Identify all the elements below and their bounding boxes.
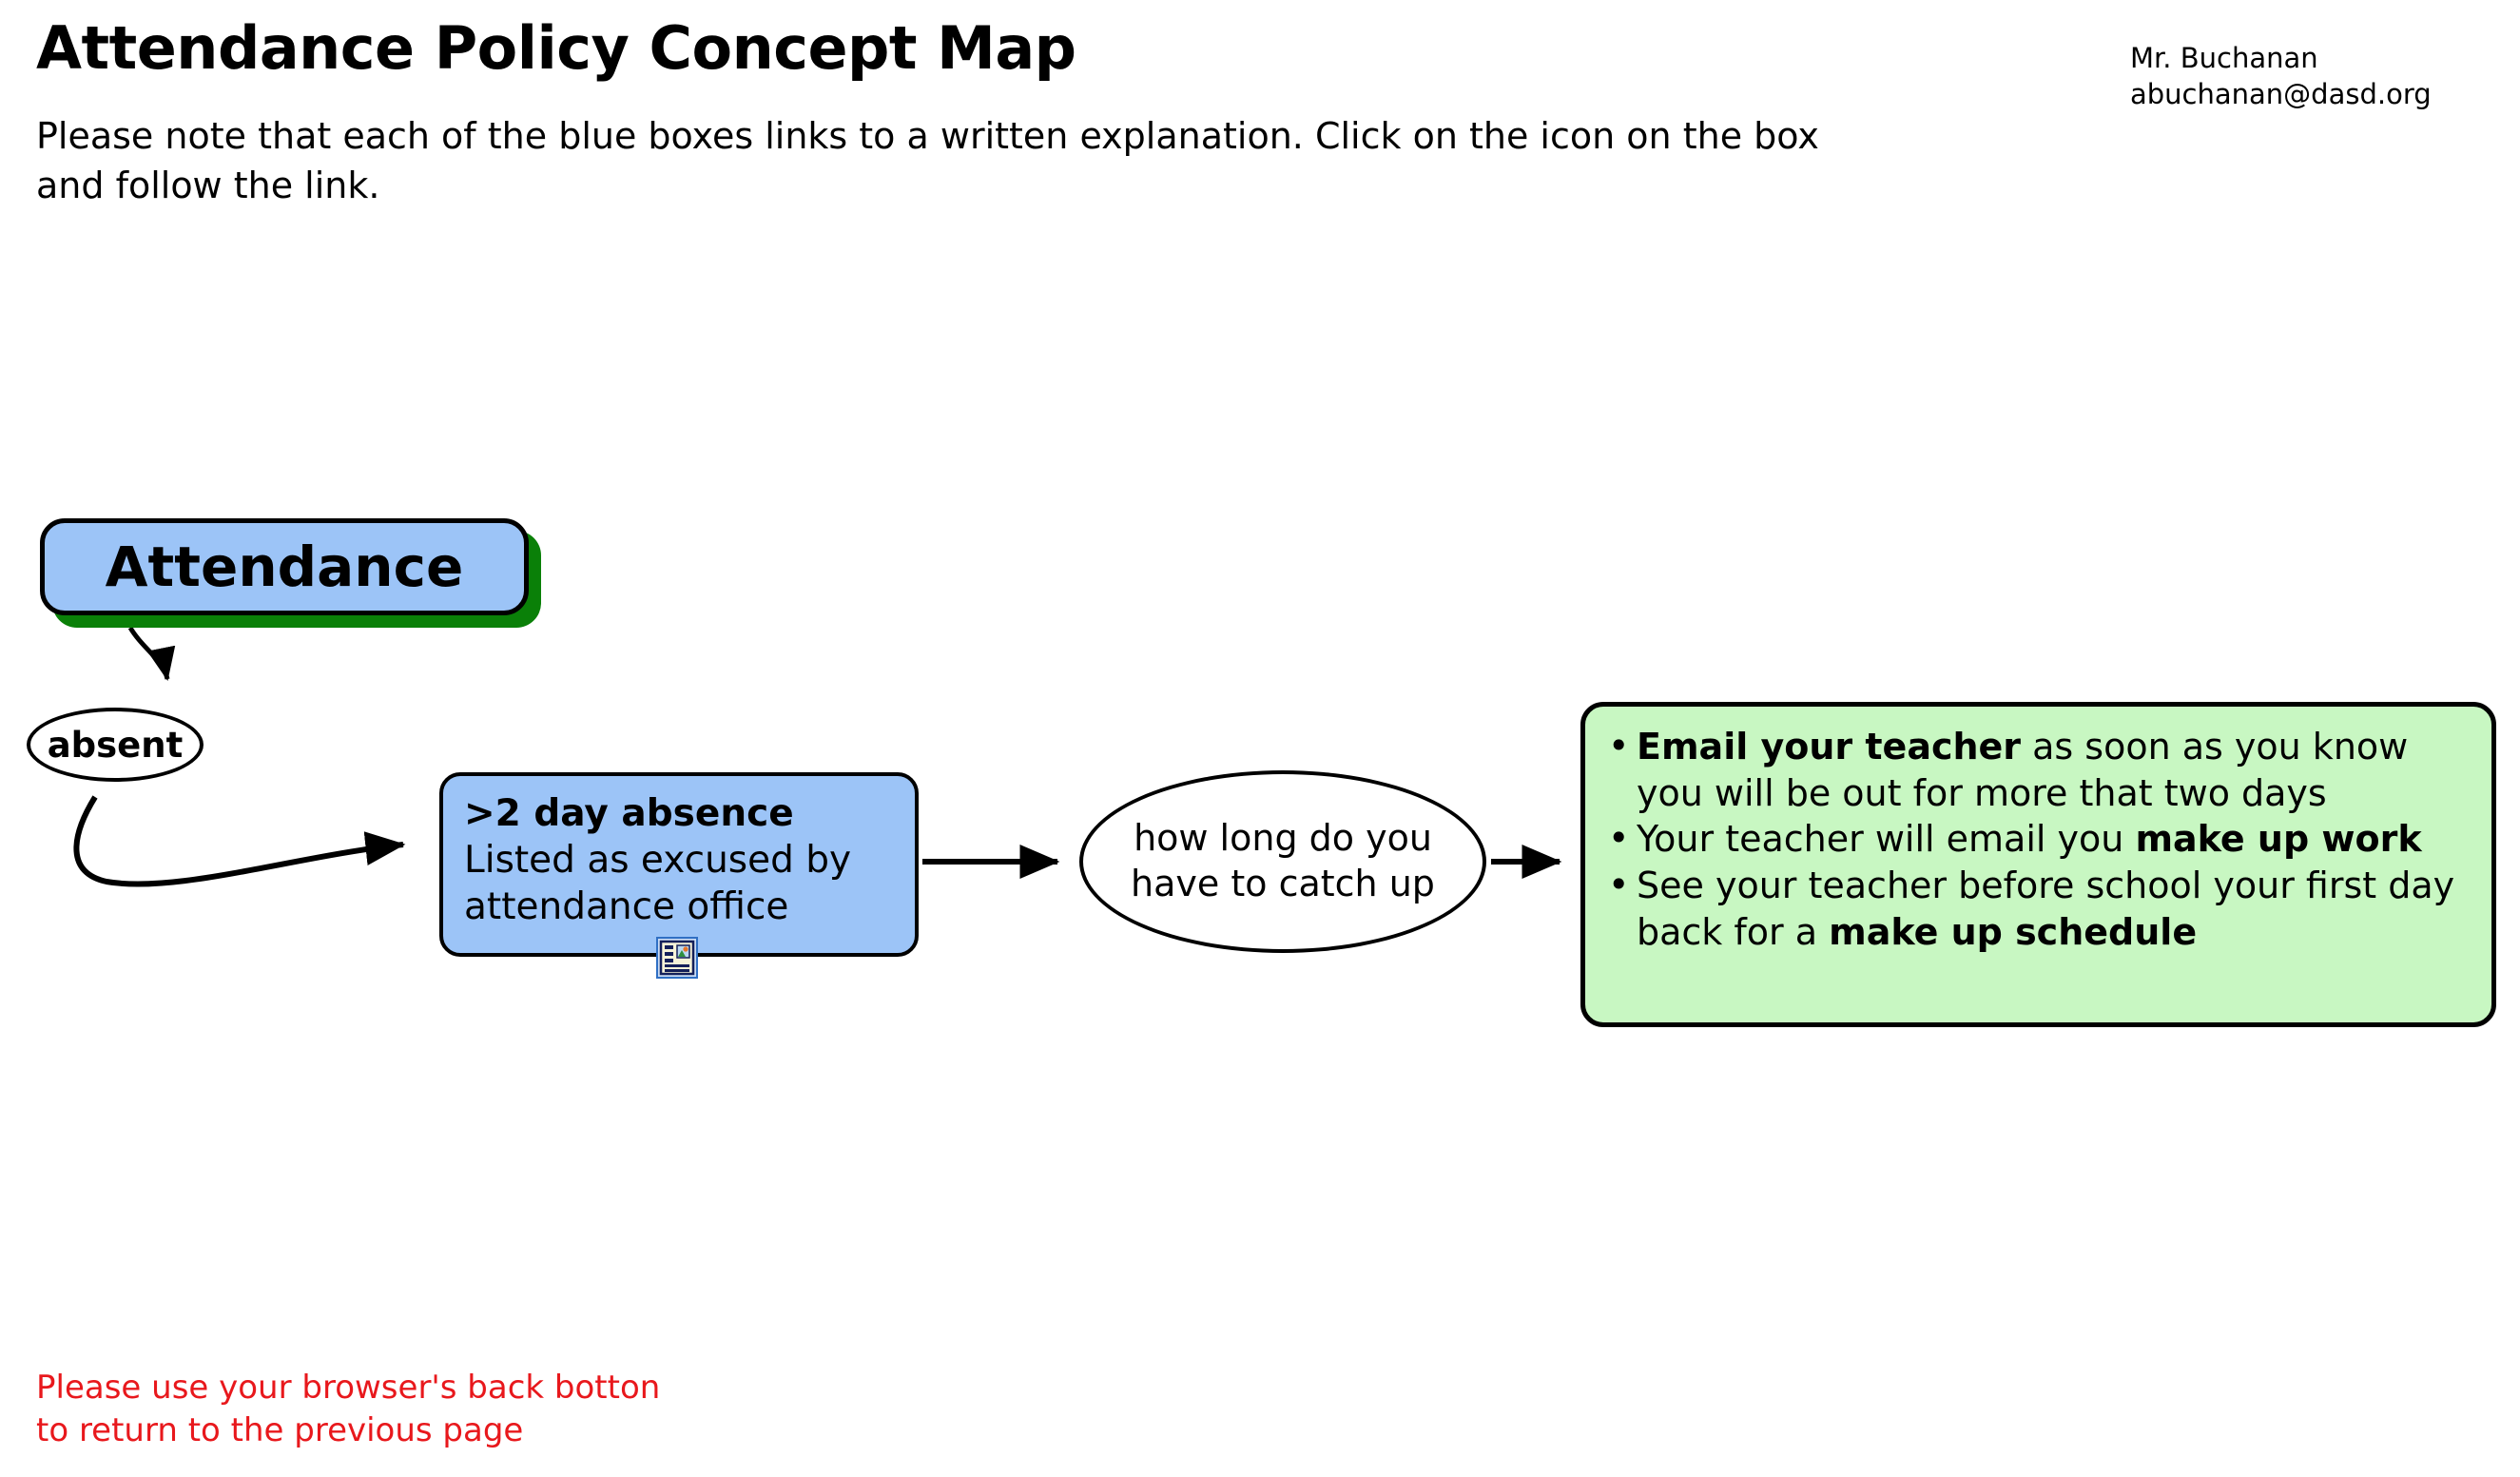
footer-note-line-1: Please use your browser's back botton (36, 1369, 661, 1407)
edge-attendance-to-absent (127, 626, 176, 681)
absent-node: absent (27, 708, 204, 782)
advice-bullet-list: Email your teacher as soon as you know y… (1602, 723, 2478, 955)
advice-bullet-2-segment-1: Your teacher will email you (1637, 818, 2136, 861)
advice-bullet-2: Your teacher will email you make up work (1602, 815, 2478, 863)
advice-bullet-3-segment-2: make up schedule (1829, 910, 2198, 953)
footer-note-line-2: to return to the previous page (36, 1411, 524, 1450)
advice-bullet-3: See your teacher before school your firs… (1602, 862, 2478, 955)
advice-bullet-3-segment-1: See your teacher before school your firs… (1637, 864, 2455, 953)
document-image-link-icon[interactable] (656, 937, 698, 979)
advice-bullet-1-segment-2: as soon as you know you will be out for … (1637, 726, 2409, 814)
absence-2day-title: >2 day absence (464, 792, 794, 835)
catch-up-node: how long do you have to catch up (1079, 770, 1486, 953)
absence-2day-body: Listed as excused by attendance office (464, 838, 852, 928)
edge-absent-to-absence-2day (73, 795, 406, 887)
advice-bullet-2-segment-2: make up work (2135, 818, 2422, 861)
attendance-node[interactable]: Attendance (40, 518, 529, 615)
contact-block: Mr. Buchanan abuchanan@dasd.org (2130, 40, 2432, 113)
intro-note: Please note that each of the blue boxes … (36, 115, 1819, 206)
advice-node: Email your teacher as soon as you know y… (1580, 702, 2496, 1027)
advice-bullet-1-segment-1: Email your teacher (1637, 726, 2022, 768)
absence-2day-node[interactable]: >2 day absence Listed as excused by atte… (439, 772, 919, 957)
catch-up-line-2: have to catch up (1131, 863, 1435, 904)
footer-note: Please use your browser's back botton to… (36, 1367, 660, 1452)
contact-email: abuchanan@dasd.org (2130, 78, 2432, 111)
catch-up-line-1: how long do you (1134, 817, 1432, 860)
page-title: Attendance Policy Concept Map (36, 13, 1076, 83)
attendance-node-label: Attendance (105, 534, 464, 599)
absent-node-label: absent (47, 724, 184, 766)
contact-name: Mr. Buchanan (2130, 42, 2318, 74)
advice-bullet-1: Email your teacher as soon as you know y… (1602, 723, 2478, 816)
